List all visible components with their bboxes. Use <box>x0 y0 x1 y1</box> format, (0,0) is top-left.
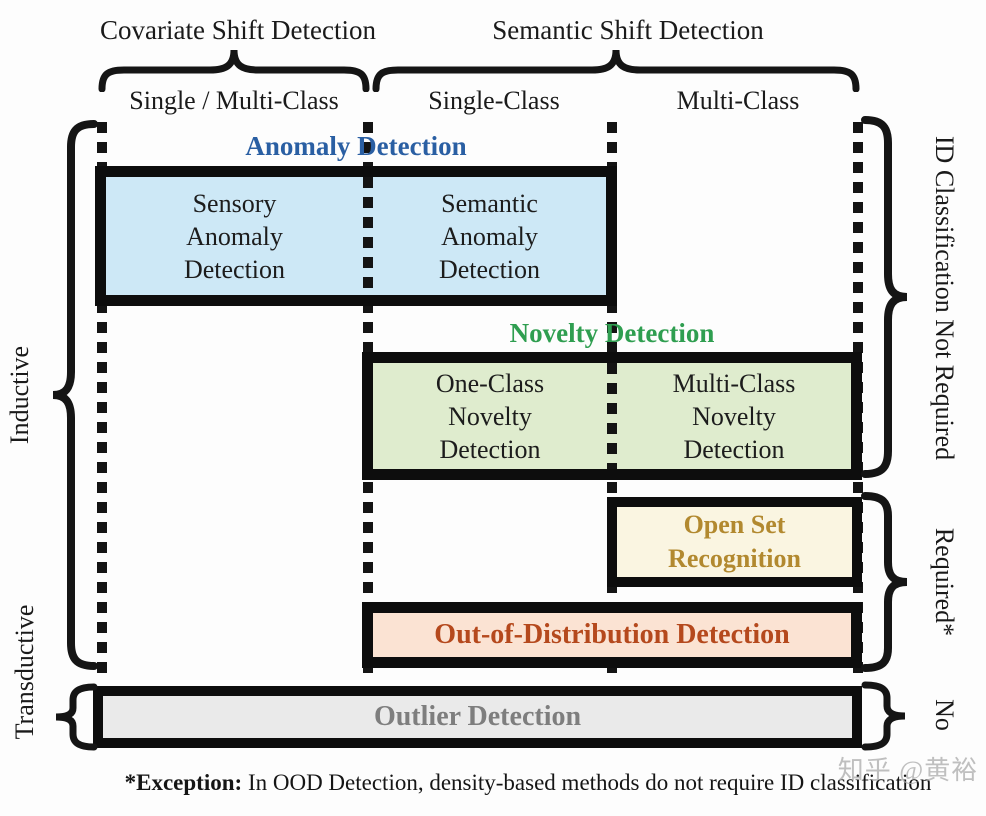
top-brace-semantic <box>372 49 860 92</box>
outlier-detection-label: Outlier Detection <box>373 701 582 732</box>
group-label-semantic-shift-detection: Semantic Shift Detection <box>492 14 764 45</box>
open-set-recognition-box: Open Set Recognition <box>607 497 862 587</box>
sensory-anomaly-detection-cell: Sensory Anomaly Detection <box>183 188 286 284</box>
outlier-detection-box: Outlier Detection <box>93 686 862 748</box>
inductive-label: Inductive <box>5 345 34 445</box>
dotted-column-line <box>97 122 107 680</box>
footnote: *Exception: In OOD Detection, density-ba… <box>70 768 986 798</box>
out-of-distribution-detection-box: Out-of-Distribution Detection <box>362 602 862 668</box>
footnote-text: In OOD Detection, density-based methods … <box>242 770 932 795</box>
column-label-single-class: Single-Class <box>428 86 560 115</box>
column-label-multi-class: Multi-Class <box>676 86 800 115</box>
top-brace-covariate <box>98 49 370 92</box>
dotted-divider <box>607 363 617 469</box>
column-label-single-multi-class: Single / Multi-Class <box>129 86 339 115</box>
required-label: Required* <box>930 527 959 637</box>
right-brace-no <box>861 681 906 751</box>
watermark: 知乎 @黄裕 <box>837 755 979 785</box>
group-label-covariate-shift-detection: Covariate Shift Detection <box>100 14 376 45</box>
dotted-divider <box>363 177 373 295</box>
multi-class-novelty-detection-cell: Multi-Class Novelty Detection <box>672 368 796 464</box>
open-set-recognition-label: Open Set Recognition <box>668 510 801 573</box>
id-classification-not-required-label: ID Classification Not Required <box>930 135 959 461</box>
transductive-label: Transductive <box>10 604 39 740</box>
footnote-exception: *Exception: <box>124 770 243 795</box>
novelty-detection-box: One-Class Novelty Detection Multi-Class … <box>362 352 862 480</box>
right-brace-id-not-required <box>861 116 908 478</box>
left-brace-transductive <box>55 683 98 751</box>
anomaly-detection-box: Sensory Anomaly Detection Semantic Anoma… <box>95 166 617 306</box>
novelty-detection-title: Novelty Detection <box>509 317 715 348</box>
out-of-distribution-detection-label: Out-of-Distribution Detection <box>434 619 790 650</box>
one-class-novelty-detection-cell: One-Class Novelty Detection <box>435 368 545 464</box>
semantic-anomaly-detection-cell: Semantic Anomaly Detection <box>438 188 541 284</box>
anomaly-detection-title: Anomaly Detection <box>245 130 467 161</box>
left-brace-inductive <box>52 120 98 670</box>
right-brace-required <box>861 492 908 672</box>
